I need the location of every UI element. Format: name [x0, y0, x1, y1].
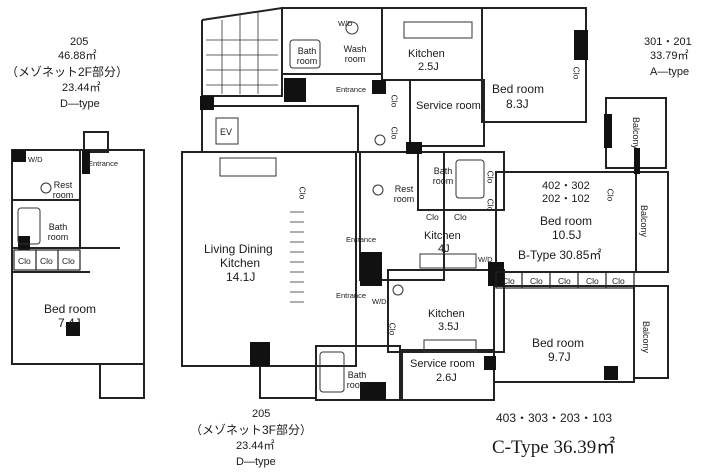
bedroom-a-outline [481, 7, 587, 123]
unit-205-2f-note: （メゾネット2F部分） [6, 65, 129, 79]
c-kitchen-size: 3.5J [438, 321, 459, 333]
unit-205-3f-note: （メゾネット3F部分） [190, 423, 313, 437]
living-kitchen-label: Kitchen [220, 256, 261, 270]
b-kitchen-size: 4J [438, 243, 450, 255]
b-bed-room-label: Bed room [540, 214, 593, 228]
elevator-label: EV [220, 127, 233, 137]
closet-label: Clo [389, 94, 400, 108]
unit-205-2f-area: 46.88㎡ [58, 50, 97, 62]
a-type-label: A―type [650, 66, 690, 78]
a-entrance-label: Entrance [336, 85, 367, 94]
b-type-units-line2: 202・102 [542, 193, 590, 205]
bath-room-label: Bath room [47, 222, 69, 242]
bed-room-size: 7.4J [58, 316, 81, 330]
b-wash-dryer-mark: W/D [478, 255, 493, 264]
b-balcony-label: Balcony [639, 204, 650, 238]
closet-label: Clo [454, 212, 467, 222]
a-bed-room-size: 8.3J [506, 97, 529, 111]
closet-label: Clo [586, 276, 599, 286]
c-service-room-size: 2.6J [436, 372, 457, 384]
closet-label: Clo [297, 186, 308, 200]
closet-label: Clo [485, 198, 496, 212]
a-bath-room-label: Bath room [296, 46, 318, 66]
a-wash-dryer-mark: W/D [338, 19, 353, 28]
closet-label: Clo [18, 256, 31, 266]
a-kitchen-size: 2.5J [418, 61, 439, 73]
b-entrance-label: Entrance [346, 235, 377, 244]
c-kitchen-label: Kitchen [428, 308, 465, 320]
unit-205-2f-note-area: 23.44㎡ [62, 82, 101, 94]
bed-room-label: Bed room [44, 302, 97, 316]
living-dining-label: Living Dining [204, 242, 273, 256]
stair-outline [201, 6, 283, 97]
unit-205-2f-type: D―type [60, 98, 100, 110]
closet-label: Clo [530, 276, 543, 286]
c-entrance-label: Entrance [336, 291, 367, 300]
unit-205-2f-outline [11, 149, 145, 365]
service-room-a-outline [409, 79, 485, 147]
c-balcony-label: Balcony [641, 320, 652, 354]
c-service-room-label: Service room [410, 358, 475, 370]
c-wash-dryer-mark: W/D [372, 297, 387, 306]
rest-room-label: Rest room [52, 180, 74, 200]
closet-label: Clo [502, 276, 515, 286]
c-type-area: C-Type 36.39㎡ [492, 437, 616, 458]
a-type-units: 301・201 [644, 36, 692, 48]
b-type-area: B-Type 30.85㎡ [518, 248, 602, 262]
closet-label: Clo [40, 256, 53, 266]
closet-label: Clo [389, 126, 400, 140]
closet-label: Clo [62, 256, 75, 266]
b-bath-room-label: Bath room [432, 166, 454, 186]
unit-205-3f-type: D―type [236, 456, 276, 468]
b-type-units-line1: 402・302 [542, 180, 590, 192]
unit-205-3f-note-area: 23.44㎡ [236, 440, 275, 452]
closet-label: Clo [485, 170, 496, 184]
a-service-room-label: Service room [416, 100, 481, 112]
a-bed-room-label: Bed room [492, 82, 545, 96]
unit-205-2f-number: 205 [70, 36, 89, 48]
a-wash-room-label: Wash room [343, 44, 367, 64]
closet-label: Clo [558, 276, 571, 286]
a-kitchen-label: Kitchen [408, 48, 445, 60]
closet-label: Clo [387, 322, 398, 336]
service-room-c-outline [401, 349, 495, 401]
closet-label: Clo [571, 66, 582, 80]
closet-label: Clo [612, 276, 625, 286]
living-dining-outline [181, 151, 357, 367]
closet-label: Clo [605, 188, 616, 202]
c-bed-room-label: Bed room [532, 336, 585, 350]
wash-dryer-mark: W/D [28, 155, 43, 164]
a-type-area: 33.79㎡ [650, 50, 689, 62]
c-bed-room-size: 9.7J [548, 350, 571, 364]
b-bed-room-size: 10.5J [552, 228, 582, 242]
c-type-units: 403・303・203・103 [496, 411, 613, 425]
entrance-label: Entrance [88, 159, 119, 168]
b-type-core [359, 151, 445, 281]
c-bath-room-label: Bath room [346, 370, 368, 390]
a-balcony-label: Balcony [631, 116, 642, 150]
closet-label: Clo [426, 212, 439, 222]
living-size: 14.1J [226, 270, 256, 284]
unit-205-3f-number: 205 [252, 408, 271, 420]
b-kitchen-label: Kitchen [424, 230, 461, 242]
b-rest-room-label: Rest room [393, 184, 415, 204]
